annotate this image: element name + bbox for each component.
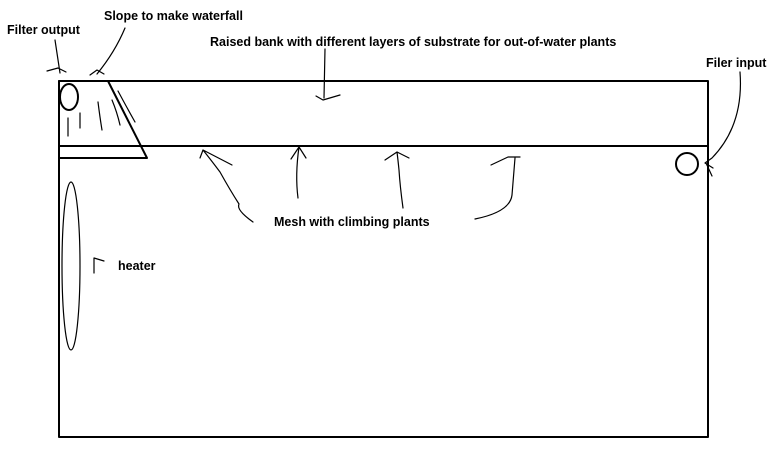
heater (61, 181, 81, 351)
slope-arrow (89, 27, 126, 76)
heater-pointer (93, 257, 105, 274)
filter-output-pipe (59, 83, 79, 111)
filter-input-arrow (704, 71, 742, 177)
mesh-label: Mesh with climbing plants (274, 215, 430, 229)
slope-label: Slope to make waterfall (104, 9, 243, 23)
raised-bank-label: Raised bank with different layers of sub… (210, 35, 616, 49)
waterfall-slope (58, 80, 148, 159)
mesh-arrow-4 (474, 156, 521, 220)
filter-output-arrow (46, 39, 67, 74)
mesh-arrow-1 (199, 149, 254, 223)
filter-output-label: Filter output (7, 23, 81, 37)
heater-label: heater (118, 259, 156, 273)
raised-bank-arrow (315, 48, 341, 101)
tank-outline (58, 80, 709, 438)
mesh-arrow-2 (290, 146, 307, 199)
filter-input-label: Filer input (706, 56, 767, 70)
mesh-arrow-3 (384, 151, 410, 209)
water-flow-lines (67, 90, 136, 137)
filter-input-pipe (675, 152, 699, 176)
